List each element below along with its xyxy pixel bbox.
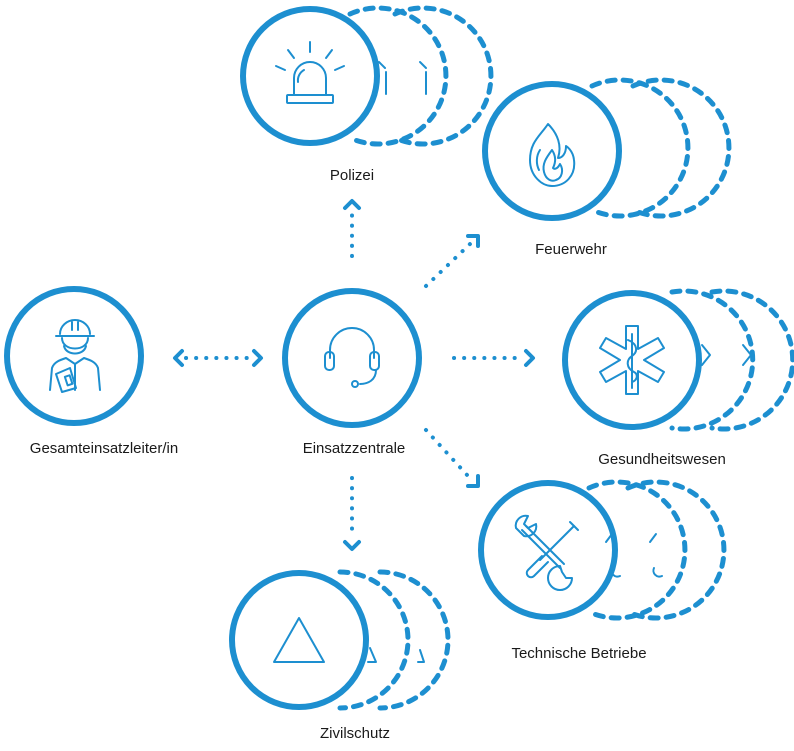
tech-stack-ring-mid [586,479,688,621]
siren-light-icon [275,41,345,104]
fire-stack-ring-mid [589,77,691,219]
headset-icon [324,327,380,388]
police-circle [240,6,380,146]
node-health [562,288,794,432]
node-fire [482,77,732,221]
arrowhead-police [343,199,361,210]
health-ghost-icon-fragments [701,344,752,366]
center-circle [282,288,422,428]
arrowhead-health [524,349,535,367]
node-police [240,5,494,147]
node-leader [4,286,144,426]
arrowhead-center-left [252,349,263,367]
leader-circle [4,286,144,426]
police-label: Polizei [329,167,375,184]
connector-to-tech [424,428,470,478]
star-of-life-icon [599,325,665,395]
arrowhead-civil [343,540,361,551]
tech-label: Technische Betriebe [511,645,647,662]
civil-circle [229,570,369,710]
flame-icon [529,123,576,187]
civil-stack-ring-mid [337,569,411,711]
health-stack-ring-back [709,288,794,432]
police-ghost-icon-fragments [378,61,427,95]
arrowhead-leader [173,349,184,367]
node-civil [229,569,451,711]
arrowhead-tech [466,474,480,488]
worker-with-hardhat-icon [49,319,101,393]
police-stack-ring-mid [347,5,449,147]
fire-stack-ring-back [630,77,732,219]
tech-stack-ring-back [625,479,727,621]
connectors [173,199,535,551]
arrowhead-fire [466,234,480,248]
leader-label: Gesamteinsatzleiter/in [29,440,179,457]
node-tech [478,479,727,621]
tech-ghost-icon-fragments [605,533,663,578]
connector-to-fire [424,242,472,288]
tech-circle [478,480,618,620]
node-center [282,288,422,428]
civil-label: Zivilschutz [319,725,391,742]
wrench-screwdriver-icon [514,514,579,591]
triangle-icon [273,617,325,663]
civil-stack-ring-back [377,569,451,711]
health-label: Gesundheitswesen [598,451,726,468]
civil-ghost-icon-fragments [367,647,425,663]
center-label: Einsatzzentrale [302,440,406,457]
health-stack-ring-mid [669,288,756,432]
police-stack-ring-back [392,5,494,147]
fire-label: Feuerwehr [535,241,607,258]
